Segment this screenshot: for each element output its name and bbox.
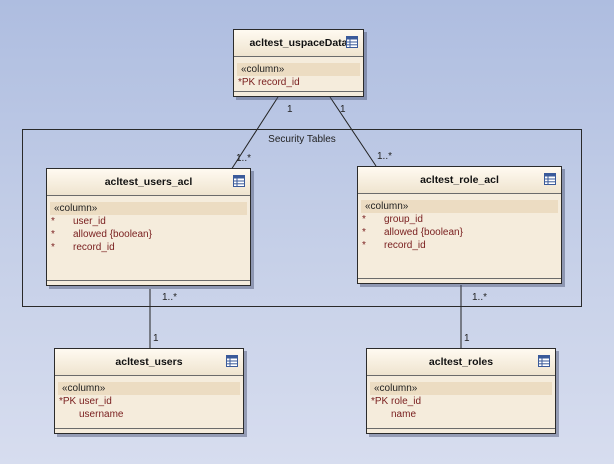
attribute-marker: *PK [371, 396, 389, 407]
attribute-row: * allowed {boolean} [47, 228, 250, 241]
stereotype-label: «column» [58, 382, 240, 395]
entity-footer-line [358, 278, 561, 279]
entity-header: acltest_role_acl [358, 167, 561, 194]
attribute-row: * allowed {boolean} [358, 226, 561, 239]
entity-title: acltest_users [115, 356, 183, 368]
entity-header: acltest_uspaceData [234, 30, 363, 57]
attribute-name: group_id [384, 214, 423, 225]
entity-acltest-users-acl[interactable]: acltest_users_acl «column» * user_id * all… [46, 168, 251, 286]
entity-header: acltest_users_acl [47, 169, 250, 196]
entity-footer-line [234, 91, 363, 92]
entity-header: acltest_roles [367, 349, 555, 376]
attribute-marker: * [362, 214, 366, 225]
entity-acltest-role-acl[interactable]: acltest_role_acl «column» * group_id * all… [357, 166, 562, 284]
attribute-row: name [367, 408, 555, 421]
multiplicity-role-acl-top: 1..* [377, 151, 393, 162]
connector-uspace-role-acl [329, 96, 377, 167]
table-icon [233, 175, 245, 187]
attribute-name: record_id [73, 242, 115, 253]
entity-title: acltest_users_acl [104, 176, 193, 188]
attribute-name: record_id [384, 240, 426, 251]
attribute-marker: * [362, 227, 366, 238]
security-tables-boundary[interactable]: Security Tables [22, 129, 582, 307]
attribute-row: * record_id [358, 239, 561, 252]
stereotype-label: «column» [370, 382, 552, 395]
entity-footer-line [47, 280, 250, 281]
multiplicity-users-acl-top: 1..* [236, 153, 252, 164]
attribute-marker: * [51, 242, 55, 253]
attribute-marker: * [51, 216, 55, 227]
attribute-name: name [391, 409, 417, 420]
multiplicity-role-acl-bottom: 1..* [472, 292, 488, 303]
table-icon [538, 355, 550, 367]
attribute-marker: * [51, 229, 55, 240]
attribute-name: allowed {boolean} [384, 227, 463, 238]
multiplicity-users-top: 1 [153, 333, 159, 344]
attribute-row: * group_id [358, 213, 561, 226]
entity-title: acltest_uspaceData [249, 37, 348, 49]
attribute-name: role_id [391, 396, 422, 407]
attribute-name: allowed {boolean} [73, 229, 152, 240]
multiplicity-users-acl-bottom: 1..* [162, 292, 178, 303]
stereotype-label: «column» [237, 63, 360, 76]
entity-footer-line [55, 428, 243, 429]
entity-footer-line [367, 428, 555, 429]
attribute-row: username [55, 408, 243, 421]
attribute-row: * user_id [47, 215, 250, 228]
attribute-marker: *PK [59, 396, 77, 407]
attribute-name: user_id [73, 216, 106, 227]
multiplicity-uspace-left: 1 [287, 104, 293, 115]
table-icon [346, 36, 358, 48]
attribute-name: user_id [79, 396, 112, 407]
multiplicity-roles-top: 1 [464, 333, 470, 344]
connector-uspace-users-acl [230, 96, 279, 171]
attribute-row: * record_id [47, 241, 250, 254]
table-icon [226, 355, 238, 367]
attribute-marker: * [362, 240, 366, 251]
entity-header: acltest_users [55, 349, 243, 376]
stereotype-label: «column» [50, 202, 247, 215]
entity-title: acltest_roles [428, 356, 494, 368]
stereotype-label: «column» [361, 200, 558, 213]
entity-title: acltest_role_acl [420, 174, 499, 186]
multiplicity-uspace-right: 1 [340, 104, 346, 115]
attribute-name: record_id [258, 77, 300, 88]
boundary-label: Security Tables [268, 134, 336, 145]
attribute-marker: *PK [238, 77, 256, 88]
attribute-name: username [79, 409, 124, 420]
table-icon [544, 173, 556, 185]
